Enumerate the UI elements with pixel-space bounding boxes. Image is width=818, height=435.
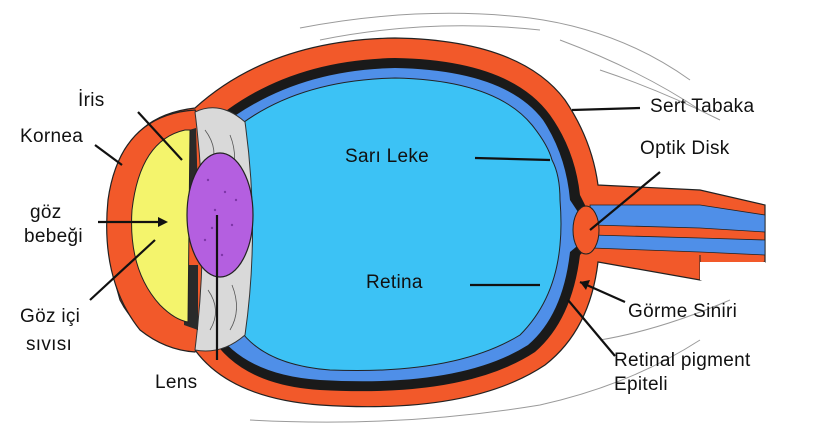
label-goz-ici-line2: sıvısı (26, 334, 72, 355)
optic-disk (573, 206, 599, 254)
label-goz-bebegi-line2: bebeği (24, 226, 83, 247)
label-goz-ici-line1: Göz içi (20, 306, 80, 327)
label-kornea: Kornea (20, 126, 83, 147)
label-goz-bebegi-line1: göz (30, 202, 62, 223)
vitreous-body (240, 78, 561, 371)
label-gorme-siniri: Görme Siniri (628, 301, 737, 322)
label-optik-disk: Optik Disk (640, 138, 730, 159)
label-sert-tabaka: Sert Tabaka (650, 96, 754, 117)
label-sari-leke: Sarı Leke (345, 146, 429, 167)
leader-sert-tabaka (572, 108, 640, 110)
label-retinal-pigment-line1: Retinal pigment (614, 350, 751, 371)
lens (187, 153, 253, 277)
leader-kornea (95, 145, 122, 165)
label-iris: İris (78, 90, 105, 111)
label-retinal-pigment-line2: Epiteli (614, 374, 668, 395)
label-lens: Lens (155, 372, 197, 393)
label-retina: Retina (366, 272, 423, 293)
